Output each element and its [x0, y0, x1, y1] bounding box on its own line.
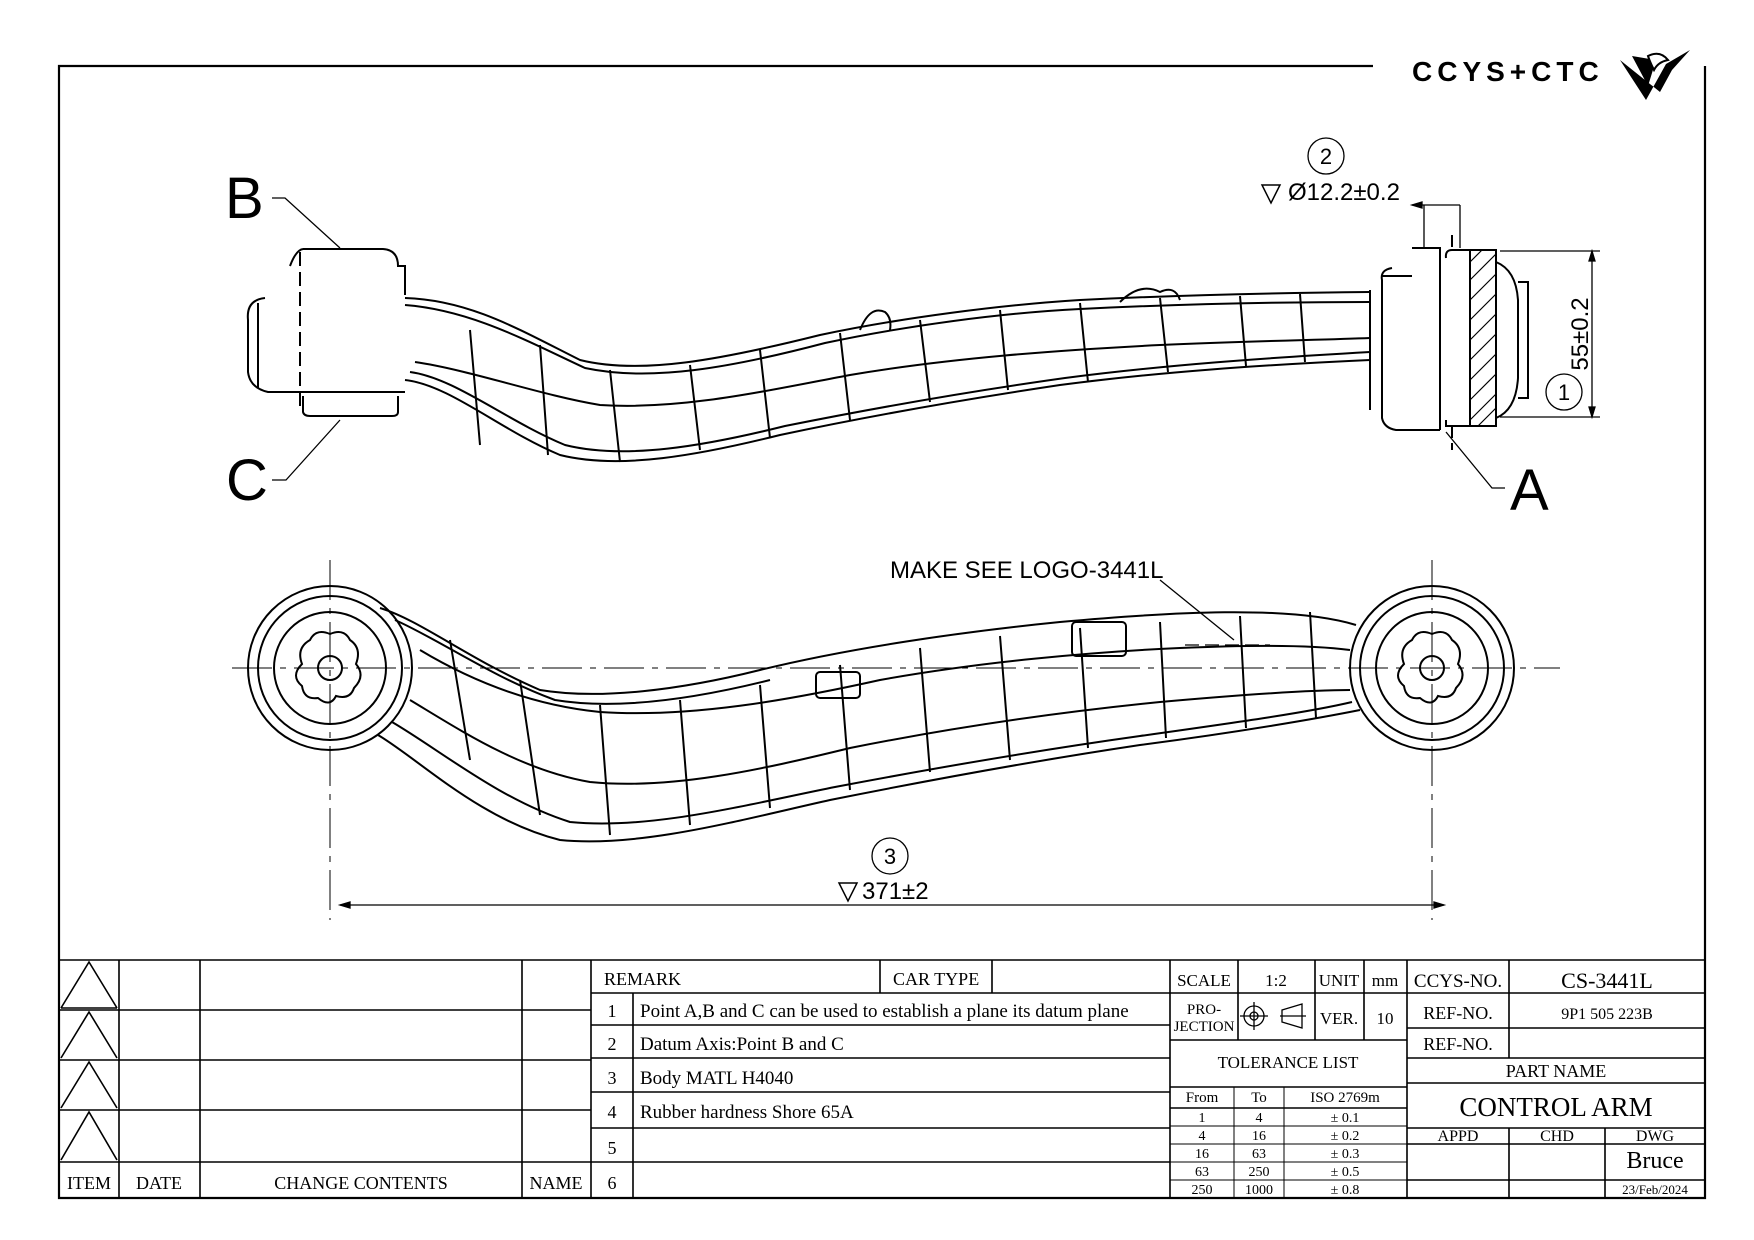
scale-value: 1:2: [1265, 971, 1287, 990]
tol-cell: ± 0.8: [1331, 1183, 1360, 1198]
tol-header-from: From: [1186, 1090, 1219, 1106]
surface-mark-icon: [1260, 184, 1282, 205]
tol-cell: 63: [1195, 1165, 1209, 1180]
balloon-3: 3: [884, 844, 896, 869]
car-type-label: CAR TYPE: [893, 969, 979, 989]
ref-no-label: REF-NO.: [1423, 1003, 1493, 1023]
datum-label-a: A: [1510, 458, 1549, 523]
tol-cell: 16: [1195, 1147, 1209, 1162]
svg-text:CCYS+CTC: CCYS+CTC: [1412, 56, 1604, 87]
ref-no-value: 9P1 505 223B: [1561, 1006, 1653, 1023]
remark-row-text: Datum Axis:Point B and C: [640, 1034, 844, 1055]
appd-label: APPD: [1438, 1128, 1479, 1145]
datum-leaders: [272, 197, 1505, 489]
datum-label-c: C: [226, 448, 268, 513]
dimension-height: [1500, 248, 1600, 420]
tol-header-iso: ISO 2769m: [1310, 1090, 1380, 1106]
remark-row-text: Point A,B and C can be used to establish…: [640, 1001, 1129, 1022]
tol-cell: 63: [1252, 1147, 1266, 1162]
note-leader: [1159, 579, 1270, 646]
revision-triangles: [60, 960, 118, 1161]
ccys-no-value: CS-3441L: [1561, 968, 1653, 993]
tol-cell: ± 0.1: [1331, 1111, 1360, 1126]
company-logo: CCYS+CTC: [1412, 50, 1690, 100]
remark-row-number: 6: [608, 1173, 617, 1193]
scale-label: SCALE: [1177, 971, 1231, 990]
dim-height-text: 55±0.2: [1567, 297, 1594, 370]
control-arm-plan-view: [232, 560, 1560, 920]
remark-row-number: 5: [608, 1138, 617, 1158]
tol-cell: 1000: [1245, 1183, 1273, 1198]
tol-cell: 4: [1256, 1111, 1263, 1126]
dimension-length: [337, 837, 1447, 909]
datum-label-b: B: [225, 166, 264, 231]
unit-label: UNIT: [1319, 971, 1360, 990]
tol-cell: ± 0.3: [1331, 1147, 1360, 1162]
remark-row-number: 4: [608, 1102, 617, 1122]
dimension-diameter: [1307, 137, 1461, 248]
remark-row-number: 3: [608, 1068, 617, 1088]
tol-cell: 4: [1199, 1129, 1206, 1144]
projection-label: PRO-: [1187, 1002, 1221, 1018]
part-name-value: CONTROL ARM: [1459, 1092, 1652, 1122]
tol-cell: 250: [1249, 1165, 1270, 1180]
rev-header-contents: CHANGE CONTENTS: [274, 1173, 448, 1193]
tol-cell: 250: [1192, 1183, 1213, 1198]
tol-cell: 16: [1252, 1129, 1266, 1144]
projection-label: JECTION: [1174, 1019, 1235, 1035]
balloon-1: 1: [1558, 380, 1570, 405]
logo-note: MAKE SEE LOGO-3441L: [890, 557, 1163, 584]
sheet-border: [57, 64, 1707, 1200]
drawing-date: 23/Feb/2024: [1622, 1182, 1688, 1197]
ver-value: 10: [1377, 1009, 1394, 1028]
tol-cell: 1: [1199, 1111, 1206, 1126]
remark-header: REMARK: [604, 969, 681, 989]
control-arm-side-view: [246, 235, 1529, 463]
balloon-2: 2: [1320, 144, 1332, 169]
unit-value: mm: [1372, 971, 1398, 990]
remark-row-number: 1: [608, 1001, 617, 1021]
title-block-grid: [59, 959, 1705, 1198]
dwg-label: DWG: [1636, 1128, 1675, 1145]
rev-header-item: ITEM: [67, 1173, 111, 1193]
chd-label: CHD: [1540, 1128, 1574, 1145]
drawn-by: Bruce: [1626, 1148, 1683, 1174]
tol-header-to: To: [1251, 1090, 1267, 1106]
dim-diameter-text: Ø12.2±0.2: [1288, 179, 1400, 206]
dim-length-text: 371±2: [862, 878, 929, 905]
section-hatch: [1469, 249, 1497, 427]
part-name-label: PART NAME: [1506, 1061, 1606, 1081]
rev-header-name: NAME: [530, 1173, 583, 1193]
remark-row-number: 2: [608, 1034, 617, 1054]
tol-cell: ± 0.5: [1331, 1165, 1360, 1180]
projection-symbol-icon: [1240, 1002, 1306, 1030]
rev-header-date: DATE: [136, 1173, 182, 1193]
ref-no-label: REF-NO.: [1423, 1034, 1493, 1054]
remark-row-text: Rubber hardness Shore 65A: [640, 1102, 854, 1123]
tolerance-title: TOLERANCE LIST: [1218, 1053, 1359, 1072]
ver-label: VER.: [1320, 1009, 1358, 1028]
remark-row-text: Body MATL H4040: [640, 1068, 793, 1089]
tol-cell: ± 0.2: [1331, 1129, 1360, 1144]
ccys-no-label: CCYS-NO.: [1414, 971, 1502, 992]
